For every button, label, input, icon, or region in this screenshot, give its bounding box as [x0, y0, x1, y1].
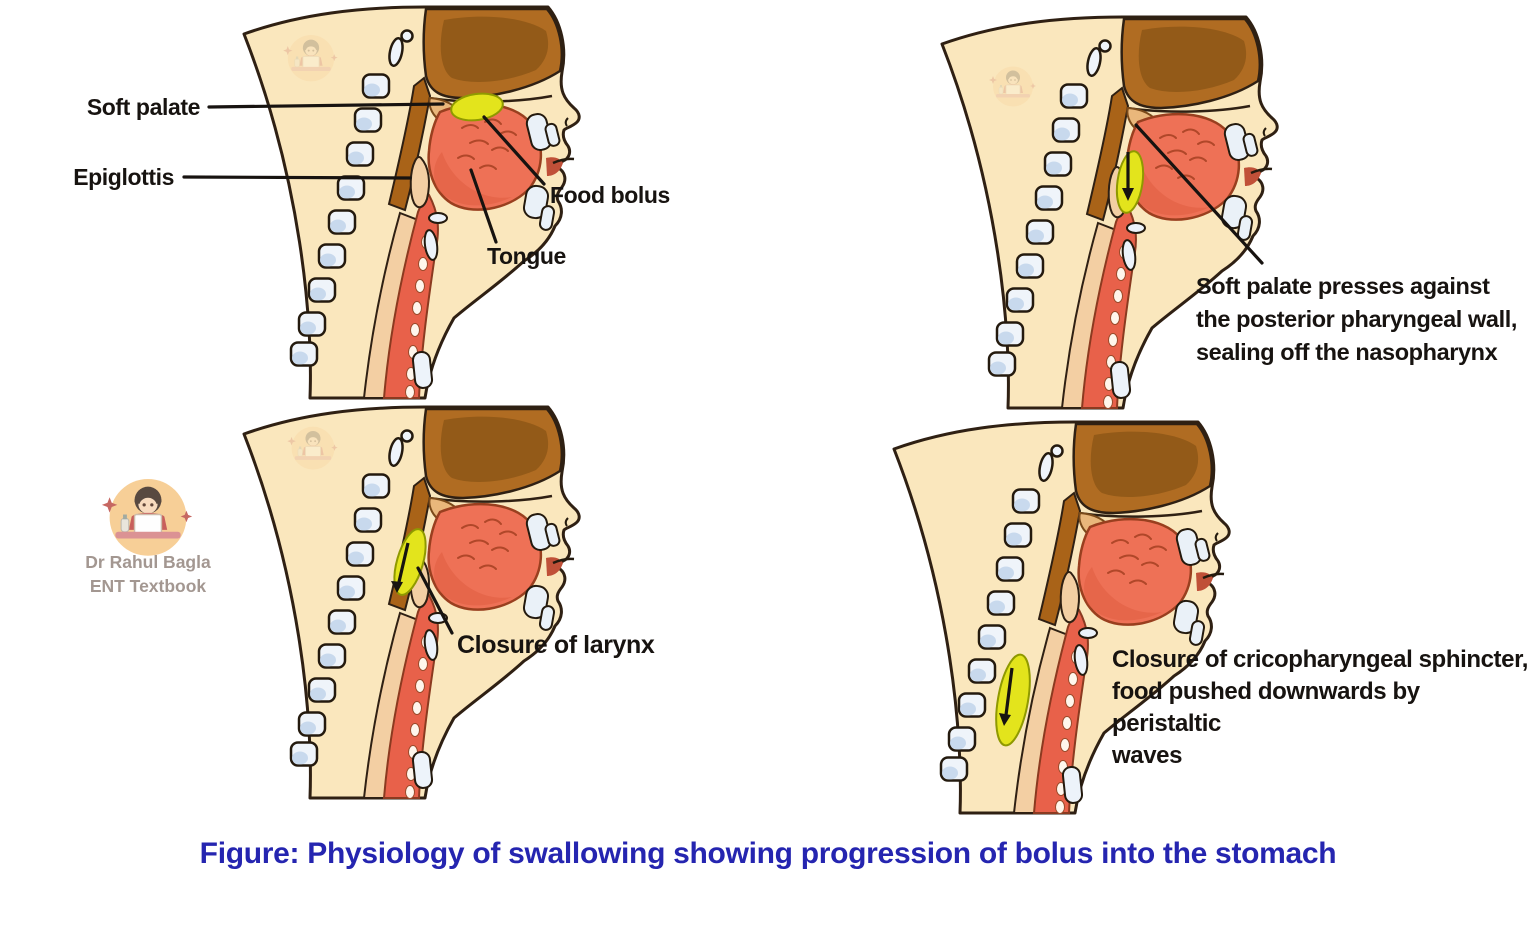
food-bolus-stage-1	[450, 92, 504, 122]
panel-stage-1	[182, 5, 581, 400]
watermark-author: Dr Rahul Bagla	[85, 552, 211, 572]
annotation-line: the posterior pharyngeal wall,	[1196, 306, 1517, 332]
panel-stage-2	[940, 15, 1279, 410]
food-bolus-stage-2	[1115, 150, 1145, 214]
bolus-arrow-stage-4	[999, 667, 1014, 726]
annotation-line: waves	[1112, 742, 1183, 769]
stage-4-annotation: Closure of cricopharyngeal sphincter, fo…	[1112, 644, 1532, 772]
annotation-line: sealing off the nasopharynx	[1196, 339, 1498, 365]
figure-caption: Figure: Physiology of swallowing showing…	[199, 837, 1337, 870]
stage-3-annotation: Closure of larynx	[457, 629, 655, 662]
food-bolus-stage-3	[393, 528, 427, 596]
callout-line-stage-2	[1134, 123, 1264, 265]
callout-line-stage-3	[416, 566, 454, 635]
epiglottis-label: Epiglottis	[73, 164, 174, 190]
callout-lines-stage-1	[182, 102, 546, 244]
watermark-logo	[101, 478, 193, 557]
panel-stage-3	[242, 405, 581, 800]
panel-stage-4	[892, 420, 1231, 815]
head-figure-stage-3	[242, 405, 581, 800]
watermark-text: Dr Rahul Bagla ENT Textbook	[56, 550, 240, 598]
soft-palate-label: Soft palate	[86, 94, 201, 120]
annotation-line: Closure of larynx	[457, 631, 655, 659]
annotation-line: food pushed downwards by peristaltic	[1112, 678, 1420, 737]
annotation-line: Soft palate presses against	[1196, 273, 1490, 299]
bolus-arrow-stage-3	[391, 542, 410, 593]
food-bolus-label: Food bolus	[550, 182, 670, 208]
tongue-label: Tongue	[487, 243, 566, 269]
stage-2-annotation: Soft palate presses against the posterio…	[1196, 270, 1532, 369]
watermark-book: ENT Textbook	[89, 576, 207, 596]
bolus-arrow-stage-2	[1122, 152, 1134, 201]
annotation-line: Closure of cricopharyngeal sphincter,	[1112, 646, 1528, 673]
